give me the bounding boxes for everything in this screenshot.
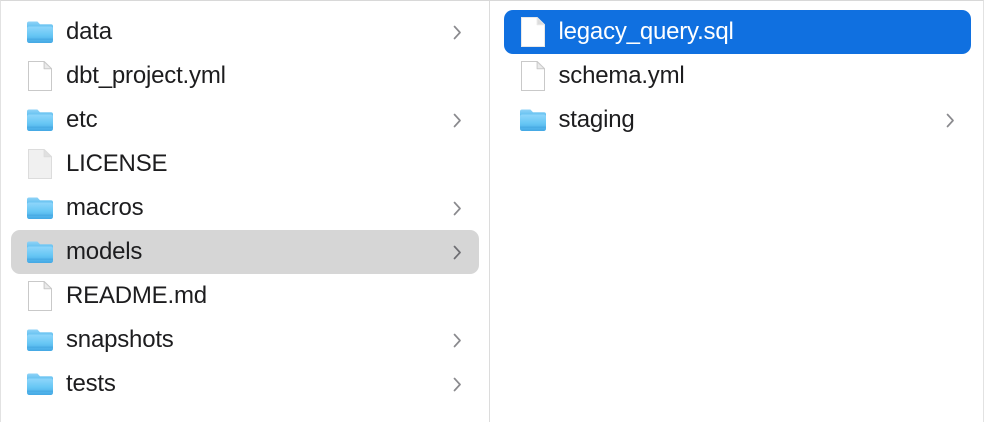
list-item-legacy-query[interactable]: legacy_query.sql (503, 10, 971, 54)
list-item-label: snapshots (66, 326, 174, 353)
list-item[interactable]: LICENSE (11, 142, 479, 186)
list-item[interactable]: macros (11, 186, 479, 230)
list-item[interactable]: schema.yml (504, 54, 972, 98)
folder-icon (23, 235, 57, 269)
document-icon (23, 59, 57, 93)
folder-icon (516, 103, 550, 137)
chevron-right-icon[interactable] (451, 375, 465, 393)
list-item-label: data (66, 18, 112, 45)
folder-icon (23, 191, 57, 225)
list-item-label: schema.yml (558, 62, 685, 89)
list-item[interactable]: dbt_project.yml (11, 54, 479, 98)
folder-icon (23, 15, 57, 49)
list-item-label: macros (66, 194, 144, 221)
folder-icon (23, 367, 57, 401)
list-item-label: staging (558, 106, 635, 133)
chevron-right-icon[interactable] (451, 23, 465, 41)
chevron-right-icon[interactable] (451, 199, 465, 217)
list-item[interactable]: README.md (11, 274, 479, 318)
chevron-right-icon[interactable] (451, 331, 465, 349)
list-item-label: dbt_project.yml (66, 62, 226, 89)
list-item[interactable]: tests (11, 362, 479, 406)
list-item-label: tests (66, 370, 116, 397)
folder-icon (23, 323, 57, 357)
list-item-label: legacy_query.sql (558, 18, 734, 45)
list-item-label: etc (66, 106, 98, 133)
column-models-folder: legacy_query.sql schema.yml staging (489, 1, 984, 422)
document-icon (516, 15, 550, 49)
list-item[interactable]: snapshots (11, 318, 479, 362)
list-item-label: README.md (66, 282, 207, 309)
plain-document-icon (23, 147, 57, 181)
document-icon (23, 279, 57, 313)
folder-icon (23, 103, 57, 137)
list-item[interactable]: data (11, 10, 479, 54)
column-project-root: data dbt_project.yml etc (1, 1, 490, 422)
list-item[interactable]: etc (11, 98, 479, 142)
file-list-project-root: data dbt_project.yml etc (1, 10, 489, 406)
document-icon (516, 59, 550, 93)
list-item-label: LICENSE (66, 150, 168, 177)
chevron-right-icon[interactable] (943, 111, 957, 129)
list-item-models[interactable]: models (11, 230, 479, 274)
chevron-right-icon[interactable] (451, 111, 465, 129)
chevron-right-icon[interactable] (451, 243, 465, 261)
list-item[interactable]: staging (504, 98, 972, 142)
file-list-models: legacy_query.sql schema.yml staging (490, 10, 984, 142)
list-item-label: models (66, 238, 143, 265)
